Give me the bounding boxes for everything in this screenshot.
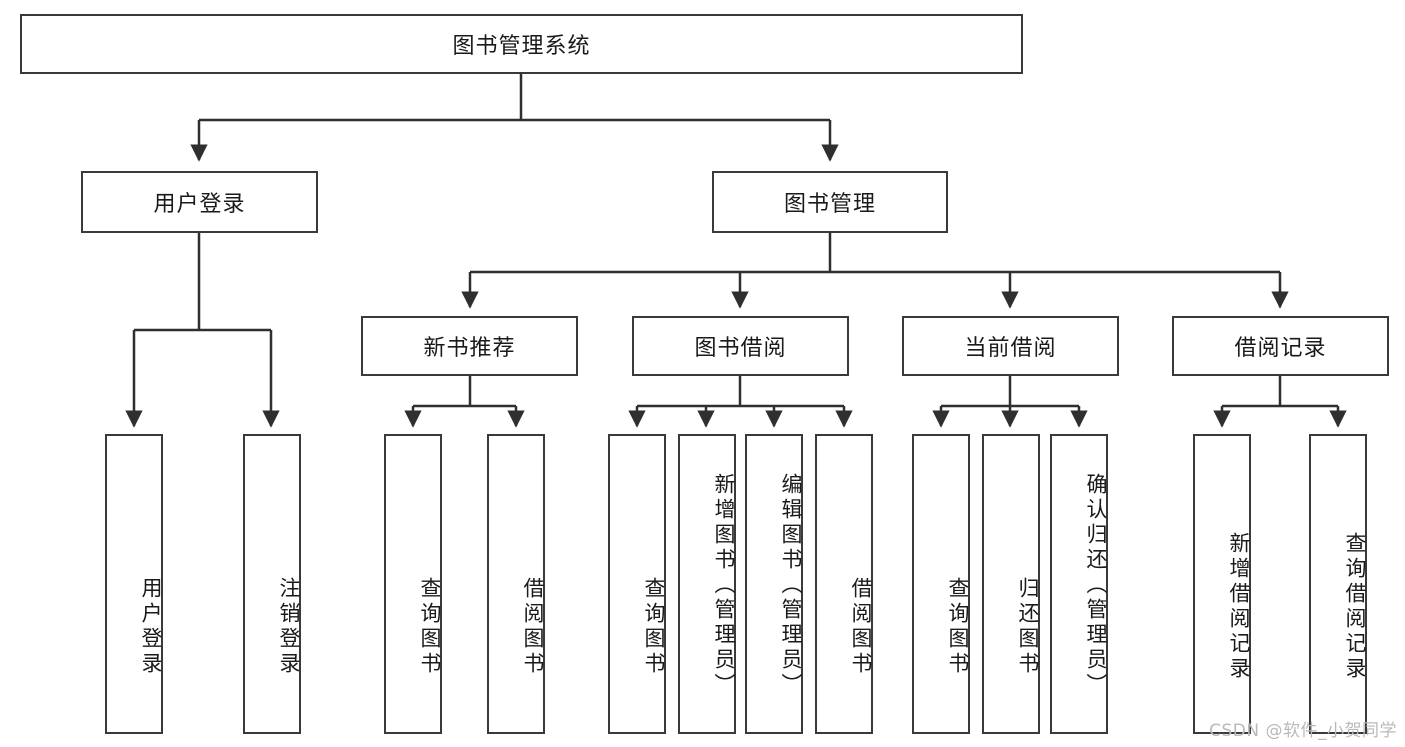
node-root-label: 图书管理系统 [452,34,591,59]
node-root[interactable]: 图书管理系统 [20,14,1023,74]
leaf-return-book-label: 归还图书 [1016,577,1040,677]
leaf-add-book-label: 新增图书（管理员） [712,472,736,698]
node-book-borrow[interactable]: 图书借阅 [632,316,849,376]
leaf-borrow-book-1[interactable]: 借阅图书 [487,434,545,734]
leaf-edit-book-label: 编辑图书（管理员） [779,472,803,698]
leaf-query-record-label: 查询借阅记录 [1343,532,1367,682]
leaf-confirm-return-label: 确认归还（管理员） [1084,472,1108,698]
node-book-borrow-label: 图书借阅 [694,336,787,361]
leaf-borrow-book-2-label: 借阅图书 [849,577,873,677]
leaf-query-record[interactable]: 查询借阅记录 [1309,434,1367,734]
leaf-query-book-2-label: 查询图书 [642,577,666,677]
leaf-add-record[interactable]: 新增借阅记录 [1193,434,1251,734]
leaf-user-login-label: 用户登录 [139,577,163,677]
leaf-add-book[interactable]: 新增图书（管理员） [678,434,736,734]
leaf-query-book-3[interactable]: 查询图书 [912,434,970,734]
csdn-watermark: CSDN @软件_小贺同学 [1209,721,1397,741]
node-borrow-record-label: 借阅记录 [1234,336,1327,361]
leaf-borrow-book-2[interactable]: 借阅图书 [815,434,873,734]
leaf-logout-login[interactable]: 注销登录 [243,434,301,734]
leaf-user-login[interactable]: 用户登录 [105,434,163,734]
node-user-login[interactable]: 用户登录 [81,171,318,233]
node-user-login-label: 用户登录 [153,192,246,217]
leaf-return-book[interactable]: 归还图书 [982,434,1040,734]
leaf-query-book-1-label: 查询图书 [418,577,442,677]
node-new-book-recommend-label: 新书推荐 [423,336,516,361]
leaf-confirm-return[interactable]: 确认归还（管理员） [1050,434,1108,734]
node-current-borrow-label: 当前借阅 [964,336,1057,361]
leaf-query-book-1[interactable]: 查询图书 [384,434,442,734]
leaf-add-record-label: 新增借阅记录 [1227,532,1251,682]
leaf-logout-login-label: 注销登录 [277,577,301,677]
leaf-edit-book[interactable]: 编辑图书（管理员） [745,434,803,734]
leaf-borrow-book-1-label: 借阅图书 [521,577,545,677]
leaf-query-book-2[interactable]: 查询图书 [608,434,666,734]
node-current-borrow[interactable]: 当前借阅 [902,316,1119,376]
node-book-management[interactable]: 图书管理 [712,171,948,233]
node-new-book-recommend[interactable]: 新书推荐 [361,316,578,376]
leaf-query-book-3-label: 查询图书 [946,577,970,677]
node-borrow-record[interactable]: 借阅记录 [1172,316,1389,376]
node-book-management-label: 图书管理 [783,192,876,217]
